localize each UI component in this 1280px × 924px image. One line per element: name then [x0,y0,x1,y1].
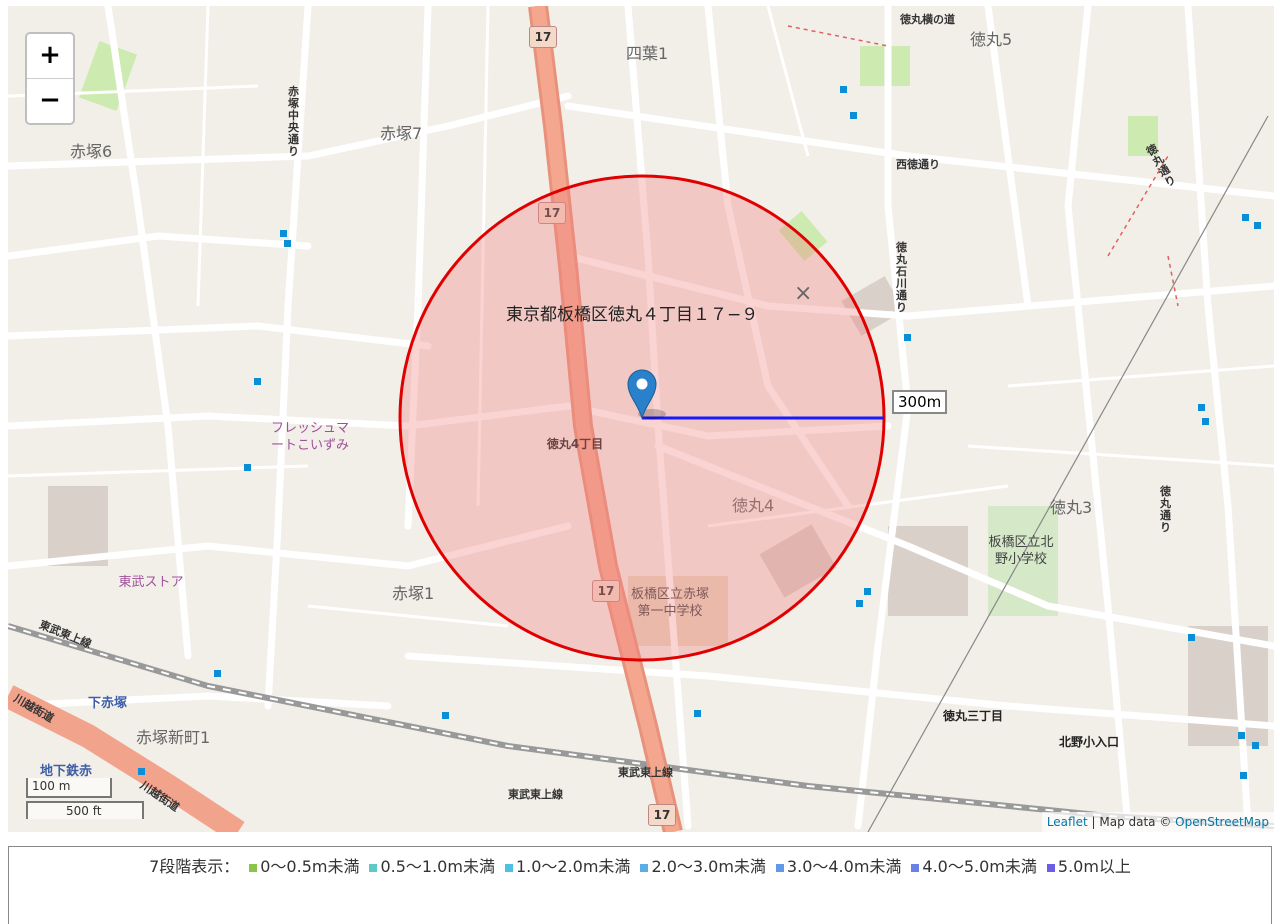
rail-label: 東武東上線 [508,788,563,801]
bus-stop-icon[interactable] [1188,634,1195,641]
route-shield: 17 [529,26,557,48]
bus-stop-icon[interactable] [1202,418,1209,425]
bus-stop-icon[interactable] [1242,214,1249,221]
bus-stop-icon[interactable] [1198,404,1205,411]
bus-stop-icon[interactable] [864,588,871,595]
bus-stop-icon[interactable] [442,712,449,719]
bus-stop-icon[interactable] [280,230,287,237]
bus-stop-icon[interactable] [1240,772,1247,779]
bus-stop-icon[interactable] [214,670,221,677]
legend-item-label: 2.0〜3.0m未満 [651,857,766,876]
bus-stop-icon[interactable] [904,334,911,341]
attribution-text: | Map data © [1087,815,1176,829]
place-label: 四葉1 [626,44,669,63]
rail-label: 東武東上線 [618,766,673,779]
legend-prefix: 7段階表示： [149,857,240,876]
legend-item-label: 0〜0.5m未満 [260,857,360,876]
bus-stop-icon[interactable] [856,600,863,607]
legend-swatch [911,864,920,872]
bus-stop-icon[interactable] [694,710,701,717]
legend-item-label: 5.0m以上 [1057,857,1131,876]
legend-swatch [249,864,258,872]
bus-stop-icon[interactable] [1238,732,1245,739]
bus-stop-label: 徳丸4丁目 [546,437,604,451]
station-label: 下赤塚 [88,696,128,711]
legend-swatch [775,864,784,872]
zoom-in-button[interactable]: + [39,40,61,70]
road-label: 徳丸通り [1160,485,1171,534]
route-shield: 17 [538,202,566,224]
bus-stop-icon[interactable] [138,768,145,775]
bus-stop-icon[interactable] [284,240,291,247]
map-tiles[interactable] [8,6,1274,832]
legend-swatch [369,864,378,872]
bus-stop-icon[interactable] [1254,222,1261,229]
route-shield: 17 [648,804,676,826]
scale-metric: 100 m [26,778,112,798]
bus-stop-icon[interactable] [254,378,261,385]
bus-stop-label: 北野小入口 [1058,735,1119,749]
poi-label: フレッシュマートこいずみ [270,421,349,453]
map-attribution: Leaflet | Map data © OpenStreetMap [1041,812,1274,832]
legend-swatch [1046,864,1055,872]
zoom-control: + − [25,32,75,125]
road-label: 赤塚中央通り [288,85,299,158]
leaflet-link[interactable]: Leaflet [1046,815,1088,829]
road-label: 徳丸石川通り [896,241,907,314]
bus-stop-icon[interactable] [1252,742,1259,749]
school-label: 板橋区立赤塚第一中学校 [630,587,709,619]
place-label: 赤塚1 [392,584,435,603]
road-label: 西徳通り [896,158,940,171]
place-label: 徳丸3 [1050,498,1093,517]
road-label: 徳丸横の道 [900,13,955,26]
legend-item-label: 0.5〜1.0m未満 [380,857,495,876]
osm-link[interactable]: OpenStreetMap [1175,815,1269,829]
legend-item-label: 3.0〜4.0m未満 [786,857,902,876]
bus-stop-icon[interactable] [244,464,251,471]
school-label: 板橋区立北野小学校 [988,535,1054,567]
legend-item-label: 4.0〜5.0m未満 [922,857,1037,876]
map-view[interactable]: 四葉1 徳丸5 徳丸横の道 赤塚7 赤塚6 西徳通り 徳丸石川通り 赤塚中央通り… [8,6,1274,832]
route-shield: 17 [592,580,620,602]
place-label: 赤塚7 [380,124,423,143]
place-label: 赤塚6 [70,142,113,161]
station-label: 地下鉄赤 [40,764,93,779]
zoom-out-button[interactable]: − [27,78,73,123]
legend-item-label: 1.0〜2.0m未満 [515,857,631,876]
place-label: 赤塚新町1 [136,728,211,747]
bus-stop-icon[interactable] [850,112,857,119]
radius-label: 300m [892,390,948,414]
legend-swatch [640,864,649,872]
address-label: 東京都板橋区徳丸４丁目１７−９ [506,305,759,325]
scale-imperial: 500 ft [26,801,144,819]
place-label: 徳丸4 [732,496,775,515]
legend-swatch [504,864,513,872]
depth-legend: 7段階表示： 0〜0.5m未満 0.5〜1.0m未満 1.0〜2.0m未満 2.0〜3.… [8,846,1272,924]
bus-stop-label: 徳丸三丁目 [942,709,1003,723]
place-label: 徳丸5 [970,30,1013,49]
bus-stop-icon[interactable] [840,86,847,93]
poi-label: 東武ストア [118,575,184,590]
